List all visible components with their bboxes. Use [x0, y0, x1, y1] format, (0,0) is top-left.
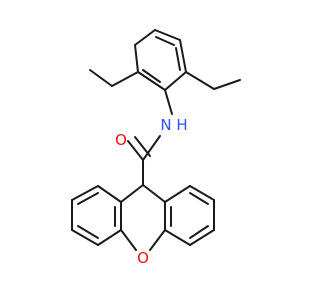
double-bond-inner — [175, 47, 181, 71]
right-benzo-ring — [164, 185, 215, 246]
bond — [120, 229, 137, 251]
diethylphenyl-ring — [134, 29, 187, 91]
bond — [111, 71, 139, 87]
bond — [71, 229, 99, 246]
bond — [89, 69, 113, 87]
bond — [189, 185, 215, 201]
carbonyl-bond — [127, 140, 144, 161]
bond — [154, 29, 181, 41]
carbonyl-oxygen-label: O — [115, 131, 127, 149]
amide-linkage — [127, 89, 173, 186]
structure-canvas: O N H O — [71, 29, 241, 267]
amide-nitrogen-label: N — [160, 116, 171, 134]
bond — [189, 229, 215, 246]
bond — [142, 184, 166, 203]
bond — [142, 135, 161, 161]
bond — [97, 229, 122, 246]
double-bond-inner — [189, 225, 209, 239]
ethyl-group-right — [185, 71, 241, 90]
bond — [134, 44, 139, 73]
double-bond-inner — [155, 36, 175, 46]
xanthene-central-ring — [120, 184, 166, 251]
bond — [97, 185, 122, 203]
bond — [179, 39, 187, 73]
bond — [120, 184, 144, 203]
carbonyl-bond — [134, 136, 151, 157]
double-bond-inner — [142, 69, 161, 83]
bond — [164, 185, 191, 203]
bond — [164, 71, 187, 91]
bond — [137, 71, 166, 91]
amide-hydrogen-label: H — [176, 116, 187, 134]
bond — [149, 229, 166, 251]
bond — [134, 29, 156, 46]
left-benzo-ring — [71, 185, 122, 246]
bond — [185, 71, 215, 90]
bond — [164, 89, 173, 115]
bond — [71, 185, 99, 201]
bond — [164, 229, 191, 246]
double-bond-inner — [77, 225, 99, 239]
bond — [213, 79, 241, 90]
ring-oxygen-label: O — [137, 249, 149, 267]
double-bond-inner — [77, 192, 99, 205]
molecule-drawing: O N H O — [71, 29, 241, 267]
ethyl-group-left — [89, 69, 139, 87]
double-bond-inner — [189, 192, 209, 205]
